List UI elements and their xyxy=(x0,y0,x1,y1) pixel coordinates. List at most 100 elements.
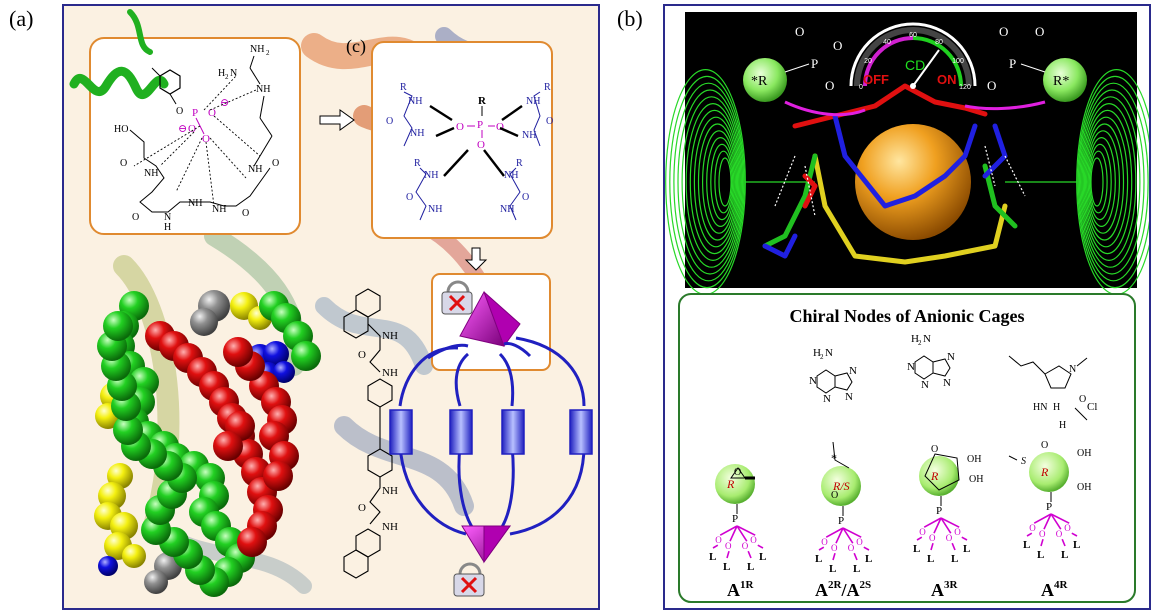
atom-nh1b: NH xyxy=(410,128,424,139)
svg-text:Cl: Cl xyxy=(1087,401,1097,413)
svg-text:O: O xyxy=(1079,394,1086,405)
svg-text:L: L xyxy=(853,563,860,575)
gauge-tick-label: 0 xyxy=(859,84,863,91)
gauge-tick-label: 120 xyxy=(959,84,971,91)
svg-text:O: O xyxy=(1064,523,1071,533)
svg-text:P: P xyxy=(838,515,844,527)
svg-text:*: * xyxy=(831,451,837,465)
inset-a-structure: O NH 2 H 2 N NH P O ⊖ O ⊖ O xyxy=(114,44,279,233)
svg-text:O: O xyxy=(931,444,938,455)
atom-o-minus-2: O xyxy=(188,123,196,135)
green-helix xyxy=(69,9,169,99)
phosphate-left-o3: O xyxy=(825,78,834,93)
atom-o-right-c: O xyxy=(496,121,504,133)
atom-r-top: R xyxy=(478,95,487,107)
svg-text:N: N xyxy=(907,361,915,373)
svg-text:O: O xyxy=(821,537,828,547)
atom-o-b: O xyxy=(272,158,279,169)
phosphate-right-o2: O xyxy=(1035,24,1044,39)
atom-ho: HO xyxy=(114,124,128,135)
svg-text:L: L xyxy=(1037,549,1044,561)
svg-text:H: H xyxy=(1053,402,1060,413)
svg-text:L: L xyxy=(829,563,836,575)
atom-nh3b: NH xyxy=(428,204,442,215)
arrow-to-inset-c xyxy=(319,109,355,131)
gauge-tick-label: 40 xyxy=(883,39,891,46)
gauge-tick-label: 20 xyxy=(864,58,872,65)
svg-text:OH: OH xyxy=(1077,448,1091,459)
green-atom xyxy=(103,311,133,341)
linker-nh-4: NH xyxy=(382,521,398,533)
svg-text:2: 2 xyxy=(820,353,824,361)
atom-nh2: NH xyxy=(250,44,264,55)
atom-nh-top: NH xyxy=(256,84,270,95)
gauge-tick-label: 80 xyxy=(935,39,943,46)
chiral-center-sphere xyxy=(821,466,861,506)
phosphate-right-o1: O xyxy=(999,24,1008,39)
atom-o4: O xyxy=(522,192,529,203)
panel-label-b: (b) xyxy=(617,6,643,31)
phosphate-right-o3: O xyxy=(987,78,996,93)
h-bond-dashes xyxy=(774,145,1026,217)
linker-nh-2: NH xyxy=(382,367,398,379)
atom-r3: R xyxy=(414,158,421,169)
svg-text:L: L xyxy=(1023,539,1030,551)
chirality-mark: R xyxy=(726,477,735,491)
atom-nh2b: NH xyxy=(522,130,536,141)
padlock-icon-bottom xyxy=(453,562,485,597)
phosphate-urea-inset xyxy=(371,41,553,239)
chiral-center-sphere xyxy=(715,464,755,504)
linker-o-2: O xyxy=(358,502,366,514)
svg-text:N: N xyxy=(947,351,955,363)
svg-text:O: O xyxy=(734,467,741,478)
atom-nh2-sub: 2 xyxy=(266,49,270,57)
atom-nh4b: NH xyxy=(500,204,514,215)
atom-nh-c: NH xyxy=(248,164,262,175)
chiral-nodes-title: Chiral Nodes of Anionic Cages xyxy=(789,306,1024,326)
gauge-label-off: OFF xyxy=(863,72,889,87)
svg-text:N: N xyxy=(943,377,951,389)
gauge-label-cd: CD xyxy=(905,57,925,73)
cage-schematic xyxy=(389,273,593,597)
gauge-label-on: ON xyxy=(937,72,957,87)
svg-text:N: N xyxy=(809,375,817,387)
red-atom xyxy=(223,337,253,367)
atom-nh3: NH xyxy=(424,170,438,181)
svg-text:H: H xyxy=(911,333,919,345)
svg-text:O: O xyxy=(831,543,838,553)
node-label-2: A2R/A2S xyxy=(815,579,871,600)
atom-o-bottom-c: O xyxy=(477,139,485,151)
gauge-tick-label: 100 xyxy=(952,58,964,65)
svg-text:O: O xyxy=(725,541,732,551)
arrow-down xyxy=(464,247,488,271)
svg-text:O: O xyxy=(1039,529,1046,539)
guest-sphere xyxy=(855,124,971,240)
linker-nh-1: NH xyxy=(382,330,398,342)
chiral-center-sphere xyxy=(1029,452,1069,492)
svg-text:HN: HN xyxy=(1033,402,1047,413)
svg-text:N: N xyxy=(823,393,831,405)
atom-o-minus-3: O xyxy=(202,133,210,145)
svg-text:OH: OH xyxy=(967,454,981,465)
chiral-nodes-box xyxy=(678,293,1136,603)
svg-text:O: O xyxy=(831,490,838,501)
svg-text:L: L xyxy=(759,551,766,563)
atom-nh-a: NH xyxy=(144,168,158,179)
svg-text:L: L xyxy=(1061,549,1068,561)
atom-o1: O xyxy=(386,116,393,127)
svg-text:N: N xyxy=(923,333,931,345)
atom-h2n-n: N xyxy=(230,68,237,79)
red-atom xyxy=(213,431,243,461)
svg-text:L: L xyxy=(1073,539,1080,551)
cd-spiral-rings xyxy=(665,68,1149,296)
svg-text:O: O xyxy=(1041,440,1048,451)
atom-nh-d: NH xyxy=(212,204,226,215)
atom-r4: R xyxy=(516,158,523,169)
svg-text:P: P xyxy=(732,513,738,525)
atom-o-left-c: O xyxy=(456,121,464,133)
phosphate-right-p: P xyxy=(1009,56,1016,71)
atom-nh2-c: NH xyxy=(526,96,540,107)
